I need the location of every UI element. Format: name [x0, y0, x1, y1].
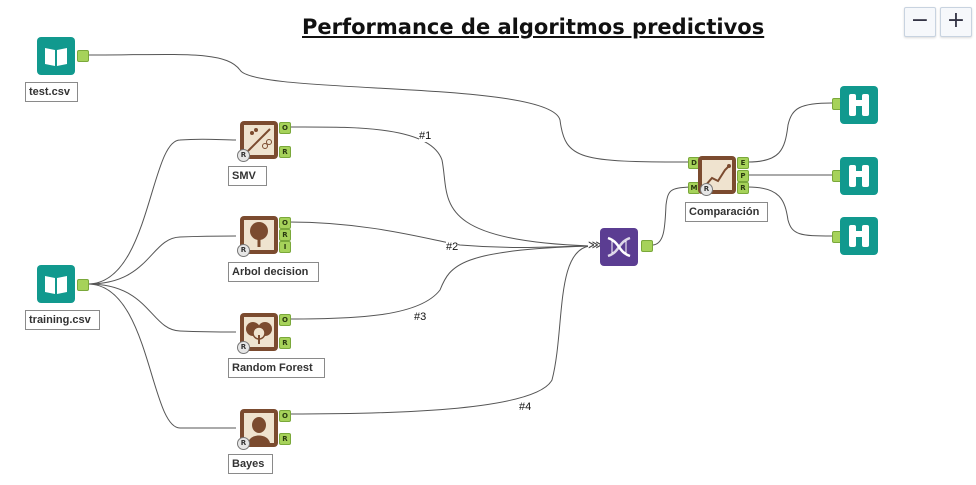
bayes-label: Bayes: [228, 454, 273, 474]
rf-port-o[interactable]: O: [279, 314, 291, 326]
wire-test-to-comparacion[interactable]: [85, 53, 691, 163]
arbol-port-r[interactable]: R: [279, 229, 291, 241]
wire-label-1: #1: [419, 130, 432, 142]
wire-training-to-rf[interactable]: [87, 283, 237, 333]
arbol-port-o[interactable]: O: [279, 217, 291, 229]
r-badge-icon: R: [237, 244, 250, 257]
comparacion-label: Comparación: [685, 202, 768, 222]
portrait-icon: [244, 413, 274, 443]
wire-arbol-to-union[interactable]: [288, 221, 591, 249]
r-badge-icon: R: [237, 341, 250, 354]
random-forest-label: Random Forest: [228, 358, 325, 378]
wire-label-3: #3: [414, 311, 427, 323]
smv-node[interactable]: R: [237, 121, 278, 162]
arbol-port-i[interactable]: I: [279, 241, 291, 253]
comparacion-port-e[interactable]: E: [737, 157, 749, 169]
bayes-port-o[interactable]: O: [279, 410, 291, 422]
union-input-multi-icon: ⋙: [588, 240, 603, 251]
wire-bayes-to-union[interactable]: [288, 245, 591, 415]
training-csv-label: training.csv: [25, 310, 100, 330]
zoom-in-button[interactable]: +: [940, 7, 972, 37]
arbol-decision-node[interactable]: R: [237, 216, 278, 257]
binoculars-icon: [849, 165, 869, 187]
comparacion-port-p[interactable]: P: [737, 170, 749, 182]
test-csv-output-port[interactable]: [77, 50, 89, 62]
forest-icon: [244, 317, 274, 347]
smv-label: SMV: [228, 166, 267, 186]
wire-comparacion-r-to-browse3[interactable]: [747, 186, 833, 237]
dna-icon: [607, 236, 631, 258]
zoom-out-button[interactable]: −: [904, 7, 936, 37]
union-output-port[interactable]: [641, 240, 653, 252]
wire-label-2: #2: [446, 241, 459, 253]
page-title: Performance de algoritmos predictivos: [302, 15, 765, 39]
book-icon: [45, 48, 67, 66]
wire-training-to-smv[interactable]: [87, 138, 237, 285]
smv-port-r[interactable]: R: [279, 146, 291, 158]
r-badge-icon: R: [237, 437, 250, 450]
training-csv-node[interactable]: [37, 265, 75, 303]
scatter-icon: [244, 125, 274, 155]
r-badge-icon: R: [237, 149, 250, 162]
wire-label-4: #4: [519, 401, 532, 413]
wire-rf-to-union[interactable]: [288, 245, 591, 320]
test-csv-label: test.csv: [25, 82, 78, 102]
union-node[interactable]: [600, 228, 638, 266]
wire-smv-to-union[interactable]: [288, 126, 591, 247]
binoculars-icon: [849, 225, 869, 247]
r-badge-icon: R: [700, 183, 713, 196]
random-forest-node[interactable]: R: [237, 313, 278, 354]
wire-training-to-bayes[interactable]: [87, 283, 236, 429]
training-csv-output-port[interactable]: [77, 279, 89, 291]
arbol-decision-label: Arbol decision: [228, 262, 319, 282]
wire-training-to-arbol[interactable]: [87, 235, 237, 285]
bayes-port-r[interactable]: R: [279, 433, 291, 445]
wire-comparacion-e-to-browse1[interactable]: [747, 102, 833, 163]
rf-port-r[interactable]: R: [279, 337, 291, 349]
tree-icon: [244, 220, 274, 250]
wire-union-to-comparacion[interactable]: [651, 186, 691, 246]
binoculars-icon: [849, 94, 869, 116]
browse-node-1[interactable]: [840, 86, 878, 124]
comparacion-port-r[interactable]: R: [737, 182, 749, 194]
bayes-node[interactable]: R: [237, 409, 278, 450]
browse-node-2[interactable]: [840, 157, 878, 195]
comparacion-node[interactable]: R: [698, 156, 736, 196]
browse-node-3[interactable]: [840, 217, 878, 255]
smv-port-o[interactable]: O: [279, 122, 291, 134]
test-csv-node[interactable]: [37, 37, 75, 75]
book-icon: [45, 276, 67, 294]
